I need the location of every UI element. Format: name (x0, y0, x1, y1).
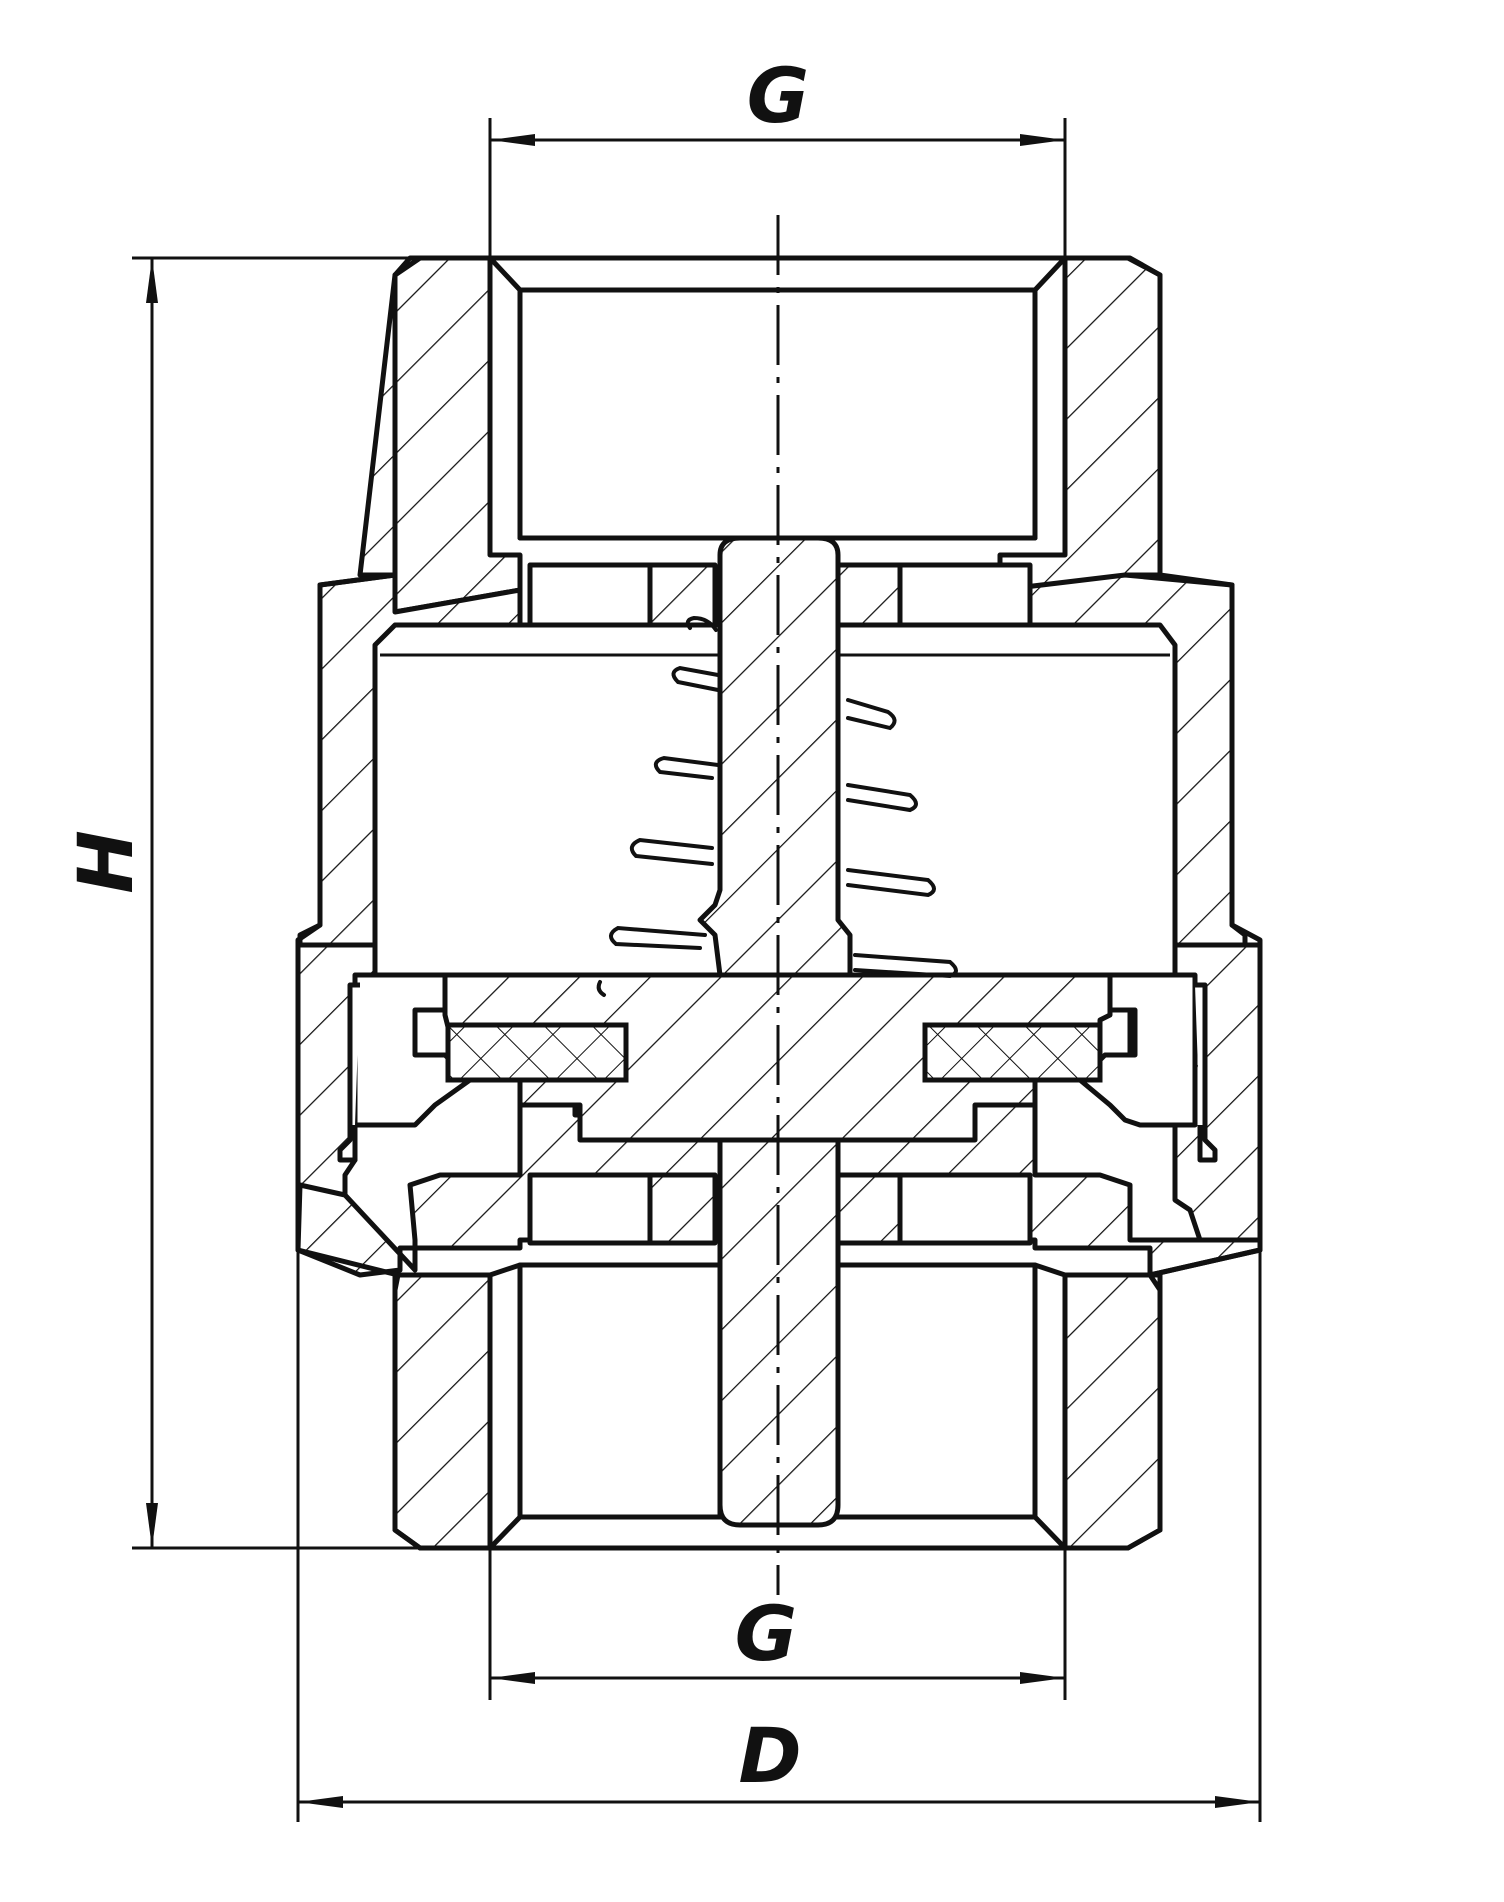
dimension-label-h: H (61, 830, 150, 894)
spring (596, 615, 958, 997)
spring-coil (846, 698, 897, 731)
spring-coil (671, 665, 720, 692)
lower-guide-left-rib (647, 1172, 718, 1246)
upper-guide-right-rib (835, 562, 903, 630)
body-wall-left-upper (357, 255, 523, 615)
dimension-bottom-g: G (488, 1548, 1067, 1700)
dim-arrow (298, 1796, 343, 1808)
lower-guide-right-rib (835, 1172, 903, 1246)
dim-arrow (490, 1672, 535, 1684)
body-wall-right-bottom (1062, 1272, 1163, 1551)
dimension-top-g: G (488, 51, 1067, 258)
body-outline (295, 255, 1263, 1551)
upper-guide-left-rib (647, 562, 718, 630)
bottom-socket-left (517, 1262, 723, 1520)
bottom-socket-right (827, 1262, 1038, 1520)
seal-ring-right (922, 1022, 1103, 1083)
spring-coil (609, 925, 707, 950)
spring-coil (846, 783, 918, 813)
body-wall-left-bottom (392, 1272, 493, 1551)
valve-seat (337, 972, 1218, 1163)
seat-step-left (337, 982, 360, 1163)
lower-guide (527, 1172, 1033, 1246)
spring-coil (653, 755, 720, 780)
spring-coil (629, 837, 714, 866)
dim-arrow (1020, 1672, 1065, 1684)
seat-step-right (1195, 982, 1218, 1163)
dimension-d: D (296, 1250, 1262, 1822)
dim-arrow (146, 1503, 158, 1548)
valve-stem (697, 535, 853, 978)
dim-arrow (1215, 1796, 1260, 1808)
dim-arrow (490, 134, 535, 146)
dim-arrow (1020, 134, 1065, 146)
upper-guide-left-window (527, 562, 653, 630)
spring-coil (685, 615, 718, 632)
spring-coil (596, 980, 606, 997)
lower-guide-left-window (527, 1172, 653, 1246)
seal-ring-left (445, 1022, 629, 1083)
spring-coil (853, 953, 958, 979)
lower-guide-right-window (897, 1172, 1033, 1246)
dimension-label-top-g: G (747, 51, 809, 140)
dim-arrow (146, 258, 158, 303)
upper-guide (527, 562, 1033, 630)
dimension-h: H (61, 256, 430, 1550)
spring-coil (846, 868, 936, 898)
dimension-label-bottom-g: G (735, 1589, 797, 1678)
upper-guide-right-window (897, 562, 1033, 630)
dimension-label-d: D (738, 1711, 801, 1800)
